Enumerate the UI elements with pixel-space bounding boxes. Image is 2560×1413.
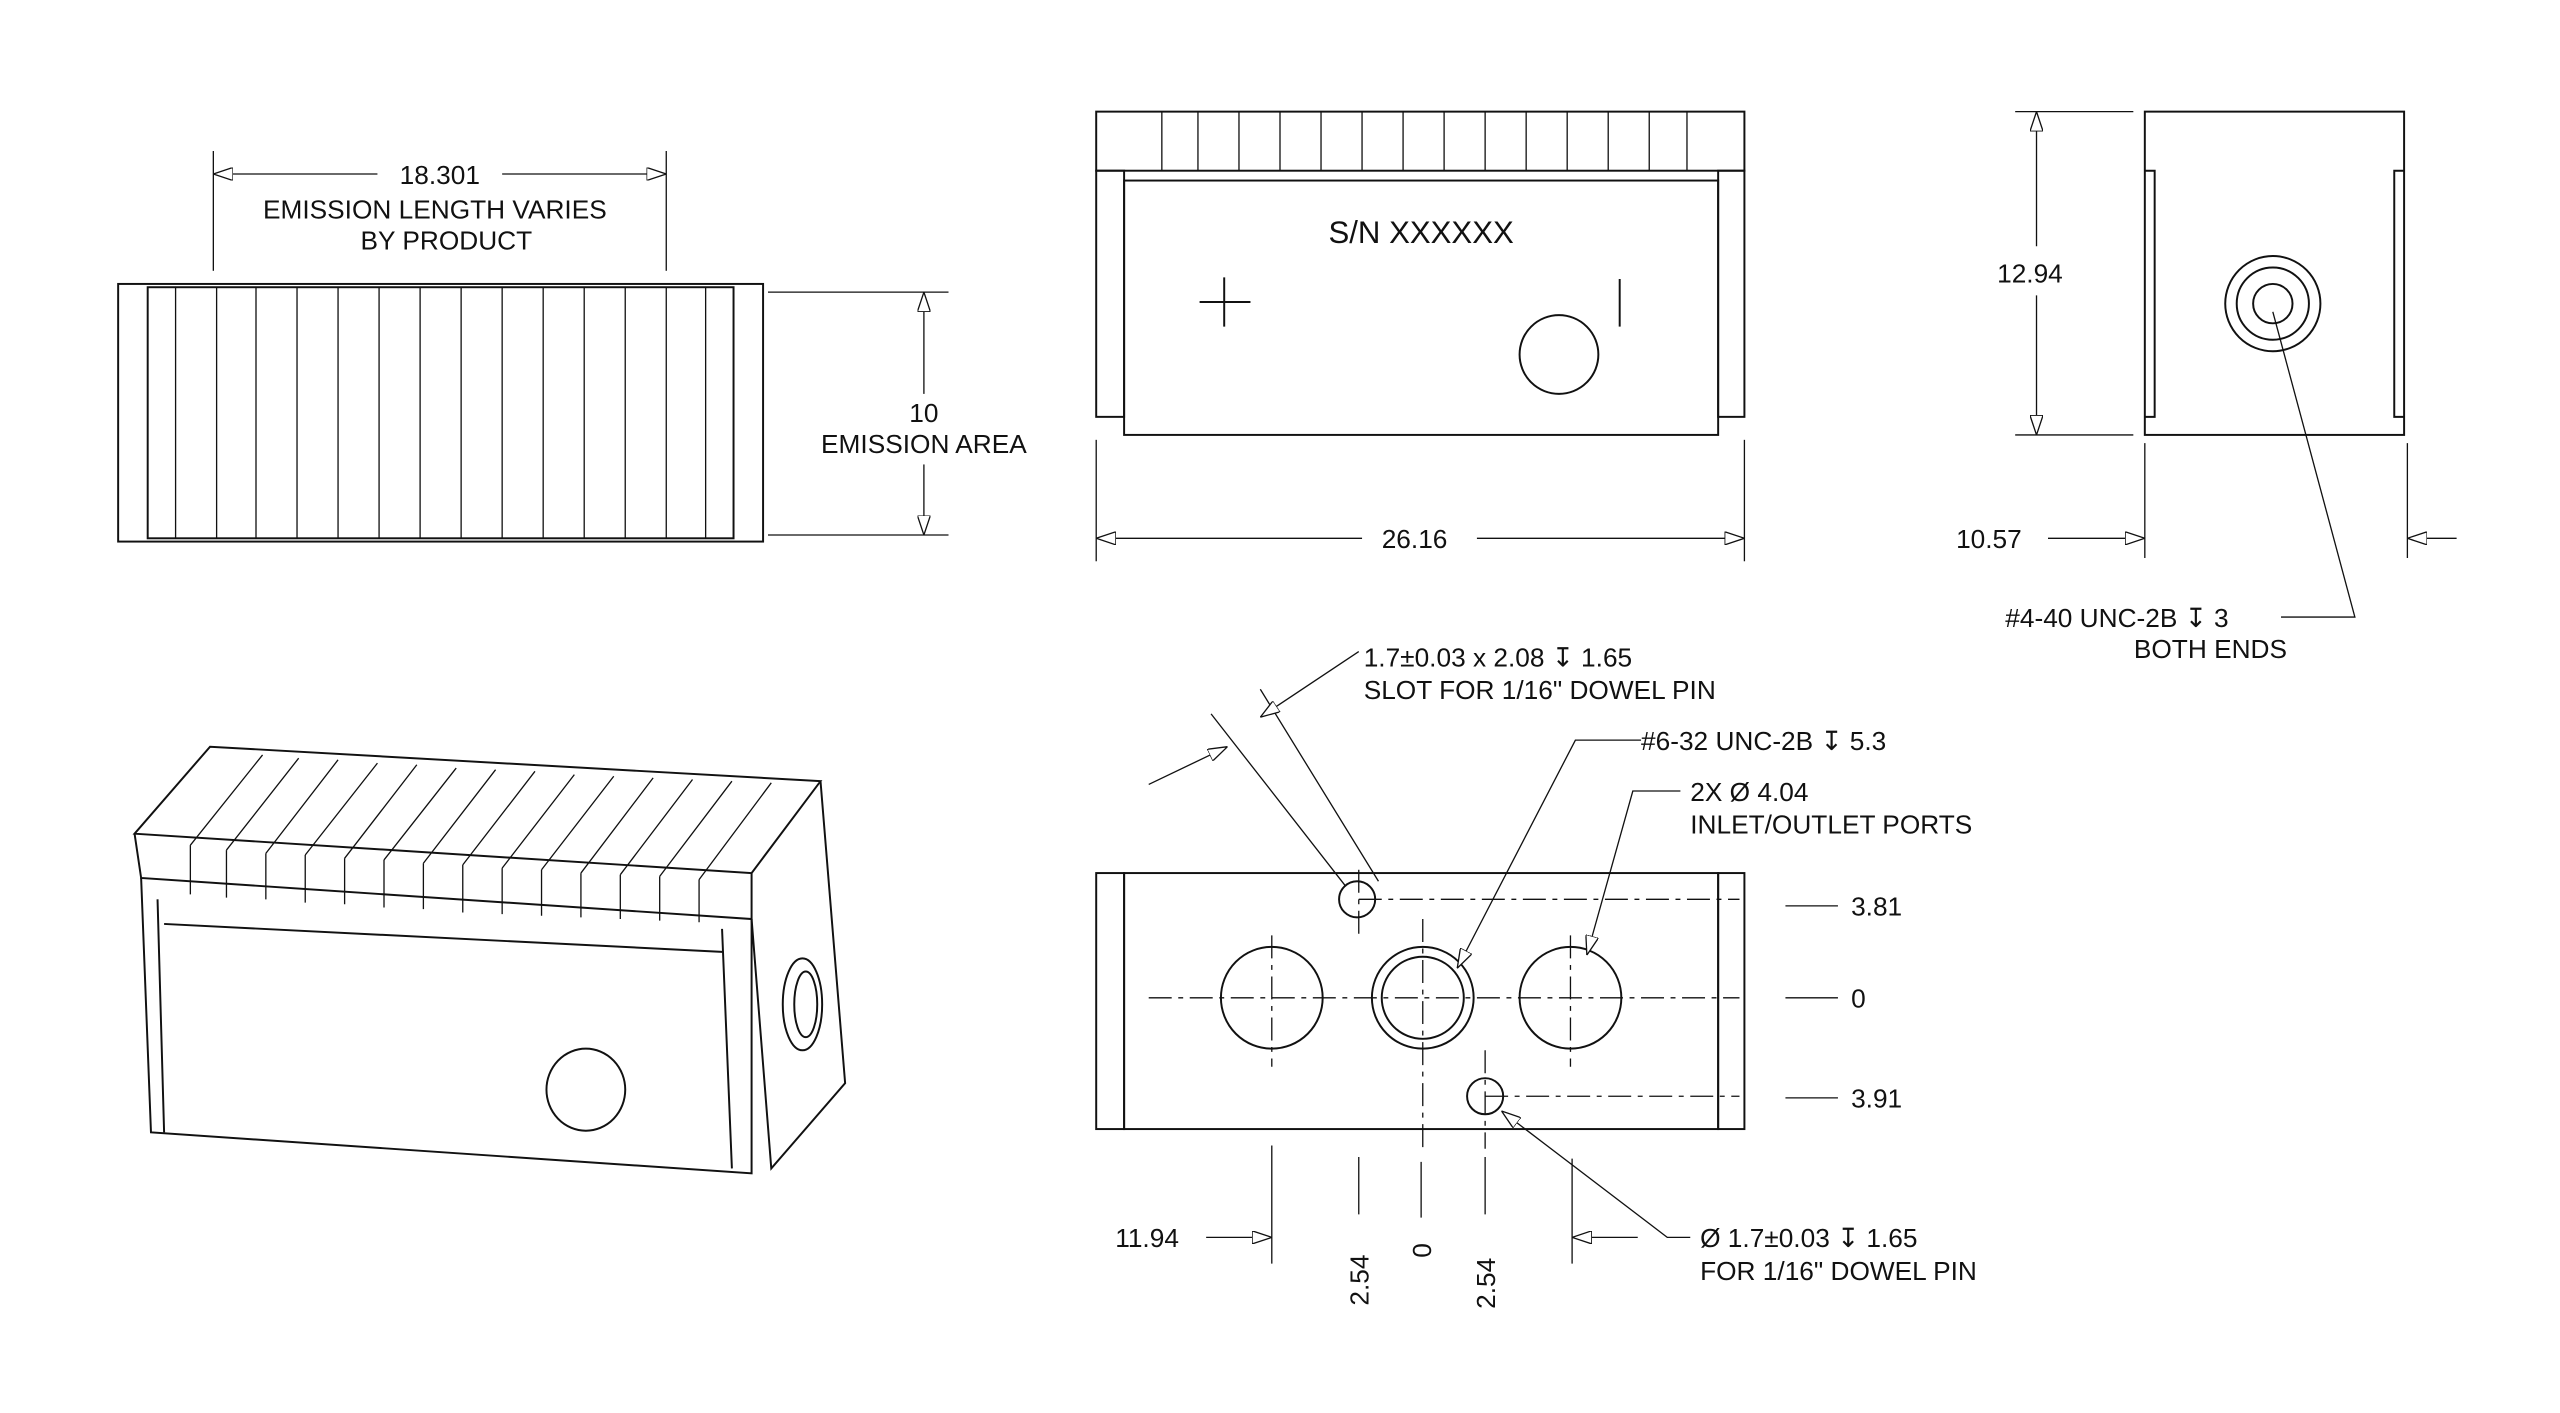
- front-view: S/N XXXXXX 26.16: [1095, 110, 1746, 562]
- top-view: 18.301 EMISSION LENGTH VARIES BY PRODUCT…: [117, 151, 1027, 543]
- threaded-hole: [1370, 945, 1475, 1050]
- serial-number: S/N XXXXXX: [1328, 215, 1513, 250]
- pin-note-2: FOR 1/16" DOWEL PIN: [1700, 1256, 1977, 1286]
- dim-emission-height: 10: [909, 398, 938, 428]
- dim-bottom-zero: 0: [1407, 1243, 1437, 1258]
- note-emission-length: EMISSION LENGTH VARIES: [263, 194, 607, 224]
- pin-note: Ø 1.7±0.03 ↧ 1.65: [1700, 1223, 1917, 1253]
- fins: [174, 287, 707, 539]
- front-fins: [1161, 111, 1688, 171]
- top-view-inner: [146, 286, 735, 540]
- note-by-product: BY PRODUCT: [361, 225, 533, 255]
- thread-note: #6-32 UNC-2B ↧ 5.3: [1641, 726, 1886, 756]
- port-note-2: INLET/OUTLET PORTS: [1690, 810, 1972, 840]
- bottom-view: 3.81 0 3.91 11.94 2.54 0 2.54 1.7±0.03 x…: [1095, 642, 1977, 1309]
- dim-right-top: 3.81: [1851, 892, 1902, 922]
- dowel-hole: [1466, 1077, 1505, 1116]
- dim-right-mid: 0: [1851, 984, 1866, 1014]
- thread-note-both-ends: BOTH ENDS: [2134, 634, 2287, 664]
- slot-note: 1.7±0.03 x 2.08 ↧ 1.65: [1364, 642, 1632, 672]
- note-emission-area: EMISSION AREA: [821, 429, 1027, 459]
- top-view-body: [117, 282, 765, 543]
- dim-length: 18.301: [400, 160, 480, 190]
- iso-fins: [189, 754, 772, 923]
- dim-width: 26.16: [1382, 524, 1448, 554]
- dim-right-bottom: 3.91: [1851, 1084, 1902, 1114]
- outlet-port: [1518, 945, 1623, 1050]
- end-view: 12.94 10.57 #4-40 UNC-2B ↧ 3 BOTH ENDS: [1956, 110, 2457, 664]
- slot-note-2: SLOT FOR 1/16" DOWEL PIN: [1364, 675, 1716, 705]
- inlet-port: [1219, 945, 1324, 1050]
- dowel-slot: [1338, 880, 1377, 919]
- dim-bottom-right: 2.54: [1471, 1258, 1501, 1309]
- thread-note-ends: #4-40 UNC-2B ↧ 3: [2005, 603, 2228, 633]
- port-hole: [1518, 314, 1600, 395]
- front-body: [1123, 179, 1720, 436]
- dim-bottom-width: 11.94: [1115, 1223, 1179, 1253]
- dim-bottom-left: 2.54: [1345, 1254, 1375, 1305]
- dim-end-height: 12.94: [1997, 258, 2063, 288]
- port-note: 2X Ø 4.04: [1690, 777, 1808, 807]
- dim-end-width: 10.57: [1956, 524, 2022, 554]
- isometric-view: [132, 745, 847, 1175]
- plus-terminal-icon: [1199, 277, 1251, 327]
